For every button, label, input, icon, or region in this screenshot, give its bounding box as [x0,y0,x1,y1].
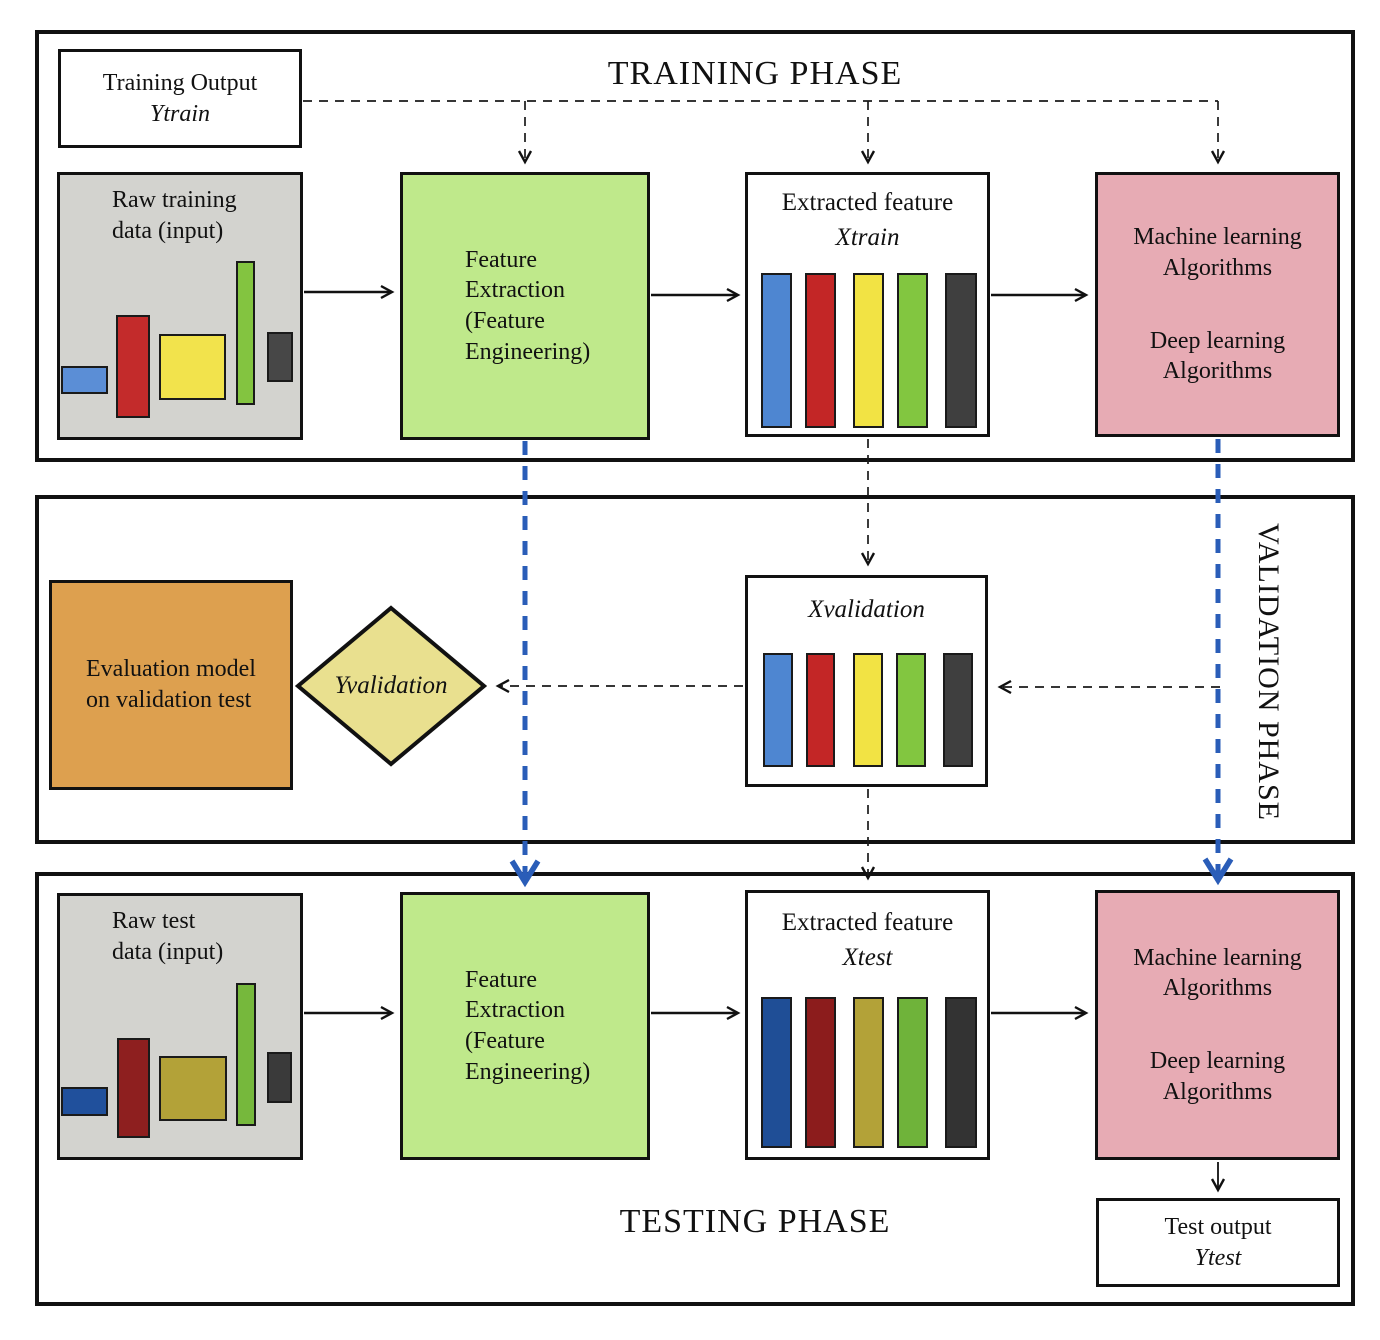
xvalidation-label: Xvalidation [808,596,925,623]
xtest-bar-green [897,997,928,1148]
feature-extraction-test-box: Feature Extraction (Feature Engineering) [400,892,650,1160]
xtest-bar-red [805,997,836,1148]
ml-algorithms-train-box: Machine learning Algorithms Deep learnin… [1095,172,1340,437]
training-output-label: Training Output [102,69,258,96]
xtrain-bar-green [897,273,928,428]
xtest-header: Extracted feature Xtest [781,909,954,971]
raw-training-data-label: Raw training data (input) [112,187,237,244]
evaluation-model-box: Evaluation model on validation test [49,580,293,790]
raw-test-bar-red [117,1038,150,1138]
xtest-bar-dark [945,997,977,1148]
testing-phase-title: TESTING PHASE [619,1203,891,1240]
raw-test-data-box: Raw test data (input) [57,893,303,1160]
ml-train-label-bottom: Deep learning Algorithms [1149,327,1286,385]
ml-test-label-top: Machine learning Algorithms [1133,944,1302,1002]
training-phase-title: TRAINING PHASE [607,55,903,92]
xtrain-bar-yellow [853,273,884,428]
yvalidation-label: Yvalidation [334,672,448,699]
test-output-box: Test output Ytest [1096,1198,1340,1287]
xtest-box: Extracted feature Xtest [745,890,990,1160]
feature-extraction-train-label: Feature Extraction (Feature Engineering) [465,246,591,365]
raw-train-bar-blue [61,366,108,394]
xvalidation-bar-dark [943,653,973,767]
test-output-label: Test output [1164,1213,1272,1240]
raw-test-data-label: Raw test data (input) [112,908,224,965]
xvalidation-bar-red [806,653,835,767]
test-output-ytest: Ytest [1194,1244,1242,1271]
raw-test-bar-dark [267,1052,292,1103]
yvalidation-diamond: Yvalidation [295,605,487,767]
xvalidation-bar-yellow [853,653,883,767]
xtrain-bar-blue [761,273,792,428]
ml-train-label-top: Machine learning Algorithms [1133,224,1302,281]
diamond-shape [295,605,487,767]
training-output-box: Training Output Ytrain [58,49,302,148]
raw-test-bar-olive [159,1056,227,1121]
ml-algorithms-test-box: Machine learning Algorithms Deep learnin… [1095,890,1340,1160]
raw-test-bar-blue [61,1087,108,1116]
xtrain-box: Extracted feature Xtrain [745,172,990,437]
xtrain-bar-red [805,273,836,428]
ml-test-label-bottom: Deep learning Algorithms [1149,1048,1286,1105]
evaluation-model-label: Evaluation model on validation test [86,656,256,713]
raw-training-data-box: Raw training data (input) [57,172,303,440]
raw-test-bar-green [236,983,256,1126]
xtrain-header: Extracted feature Xtrain [781,189,954,251]
xvalidation-box: Xvalidation [745,575,988,787]
raw-train-bar-dark [267,332,293,382]
validation-phase-title: VALIDATION PHASE [1252,523,1285,821]
raw-train-bar-red [116,315,150,418]
raw-train-bar-green [236,261,255,405]
feature-extraction-train-box: Feature Extraction (Feature Engineering) [400,172,650,440]
xtrain-bar-dark [945,273,977,428]
raw-train-bar-yellow [159,334,226,400]
xvalidation-bar-green [896,653,926,767]
xtest-bar-blue [761,997,792,1148]
feature-extraction-test-label: Feature Extraction (Feature Engineering) [465,966,591,1085]
xvalidation-bar-blue [763,653,793,767]
xtest-bar-olive [853,997,884,1148]
training-output-ytrain: Ytrain [149,100,211,127]
